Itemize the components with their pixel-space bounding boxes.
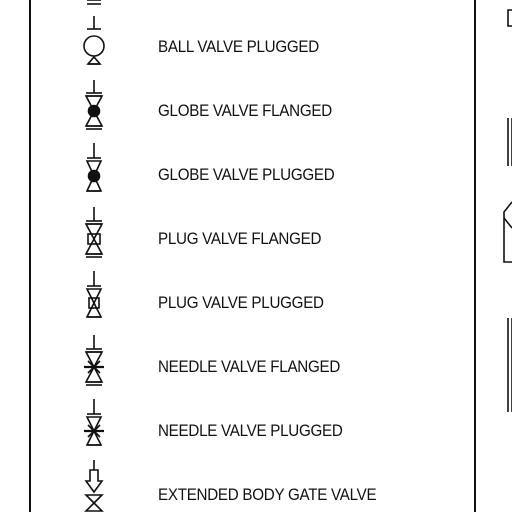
legend-label-needle-valve-flanged: NEEDLE VALVE FLANGED: [158, 358, 341, 376]
legend-label-plug-valve-flanged: PLUG VALVE FLANGED: [158, 230, 322, 248]
legend-frame-right-border: [474, 0, 476, 512]
legend-label-needle-valve-plugged: NEEDLE VALVE PLUGGED: [158, 422, 343, 440]
partial-symbols-right-edge-icon: [503, 9, 512, 412]
plug-valve-plugged-icon: [85, 271, 103, 318]
needle-valve-flanged-icon: [84, 335, 104, 386]
legend-label-globe-valve-flanged: GLOBE VALVE FLANGED: [158, 102, 332, 120]
legend-label-extended-body-gate-valve: EXTENDED BODY GATE VALVE: [158, 486, 377, 504]
globe-valve-flanged-icon: [84, 80, 104, 130]
partial-symbol-top-icon: [87, 0, 101, 5]
plug-valve-flanged-icon: [84, 207, 104, 258]
legend-label-ball-valve-plugged: BALL VALVE PLUGGED: [158, 38, 319, 56]
needle-valve-plugged-icon: [84, 399, 104, 446]
legend-label-globe-valve-plugged: GLOBE VALVE PLUGGED: [158, 166, 335, 184]
ball-valve-plugged-icon: [83, 16, 105, 65]
globe-valve-plugged-icon: [85, 143, 103, 192]
legend-label-plug-valve-plugged: PLUG VALVE PLUGGED: [158, 294, 324, 312]
extended-body-gate-valve-icon: [84, 460, 104, 512]
legend-frame-left-border: [29, 0, 31, 512]
